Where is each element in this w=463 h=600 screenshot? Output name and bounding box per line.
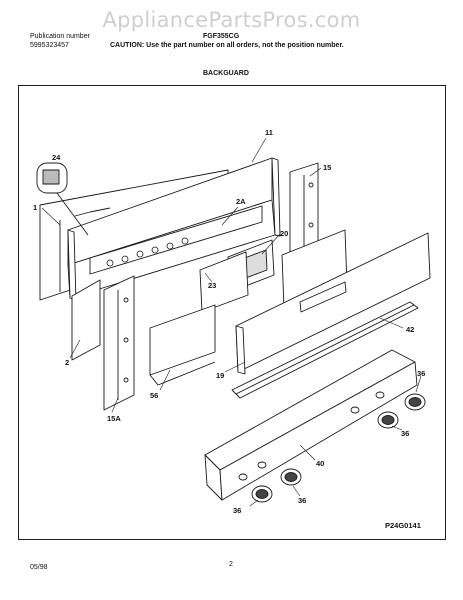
callout-36-c: 36 — [401, 429, 409, 438]
page-number: 2 — [229, 561, 233, 568]
knob-part — [251, 393, 426, 503]
leader-lines — [41, 137, 422, 507]
section-title: BACKGUARD — [203, 70, 249, 77]
figure-id: P24G0141 — [385, 521, 421, 530]
footer-date: 05/98 — [30, 564, 48, 571]
manifold-panel-part — [204, 349, 418, 501]
publication-number: 5995323457 — [30, 42, 69, 49]
callout-24: 24 — [52, 153, 61, 162]
callout-15a: 15A — [107, 414, 121, 423]
control-panel-part — [235, 232, 431, 375]
side-bracket-left-part — [71, 279, 101, 361]
callout-19: 19 — [216, 371, 224, 380]
callout-36-d: 36 — [417, 369, 425, 378]
callout-1: 1 — [33, 203, 37, 212]
end-trim-left-part — [103, 275, 135, 411]
heat-shield-part — [149, 304, 216, 386]
model-number: FGF355CG — [203, 33, 240, 40]
callout-20: 20 — [280, 229, 288, 238]
publication-label: Publication number — [30, 33, 90, 40]
callout-11: 11 — [265, 128, 273, 137]
watermark: AppliancePartsPros.com — [102, 8, 361, 32]
callout-15: 15 — [323, 163, 331, 172]
callout-40: 40 — [316, 459, 324, 468]
callout-2: 2 — [65, 358, 69, 367]
backguard-housing-part — [67, 157, 281, 301]
callout-2a: 2A — [236, 197, 246, 206]
callout-labels: 1 2 11 15 15A 19 20 23 24 2A 36 36 36 36… — [33, 128, 425, 530]
callout-36-a: 36 — [233, 506, 241, 515]
caution-text: CAUTION: Use the part number on all orde… — [110, 42, 344, 49]
diagram-frame — [18, 85, 446, 540]
callout-56: 56 — [150, 391, 158, 400]
callout-23: 23 — [208, 281, 216, 290]
switch-part — [36, 162, 89, 236]
callout-42: 42 — [406, 325, 414, 334]
callout-36-b: 36 — [298, 496, 306, 505]
